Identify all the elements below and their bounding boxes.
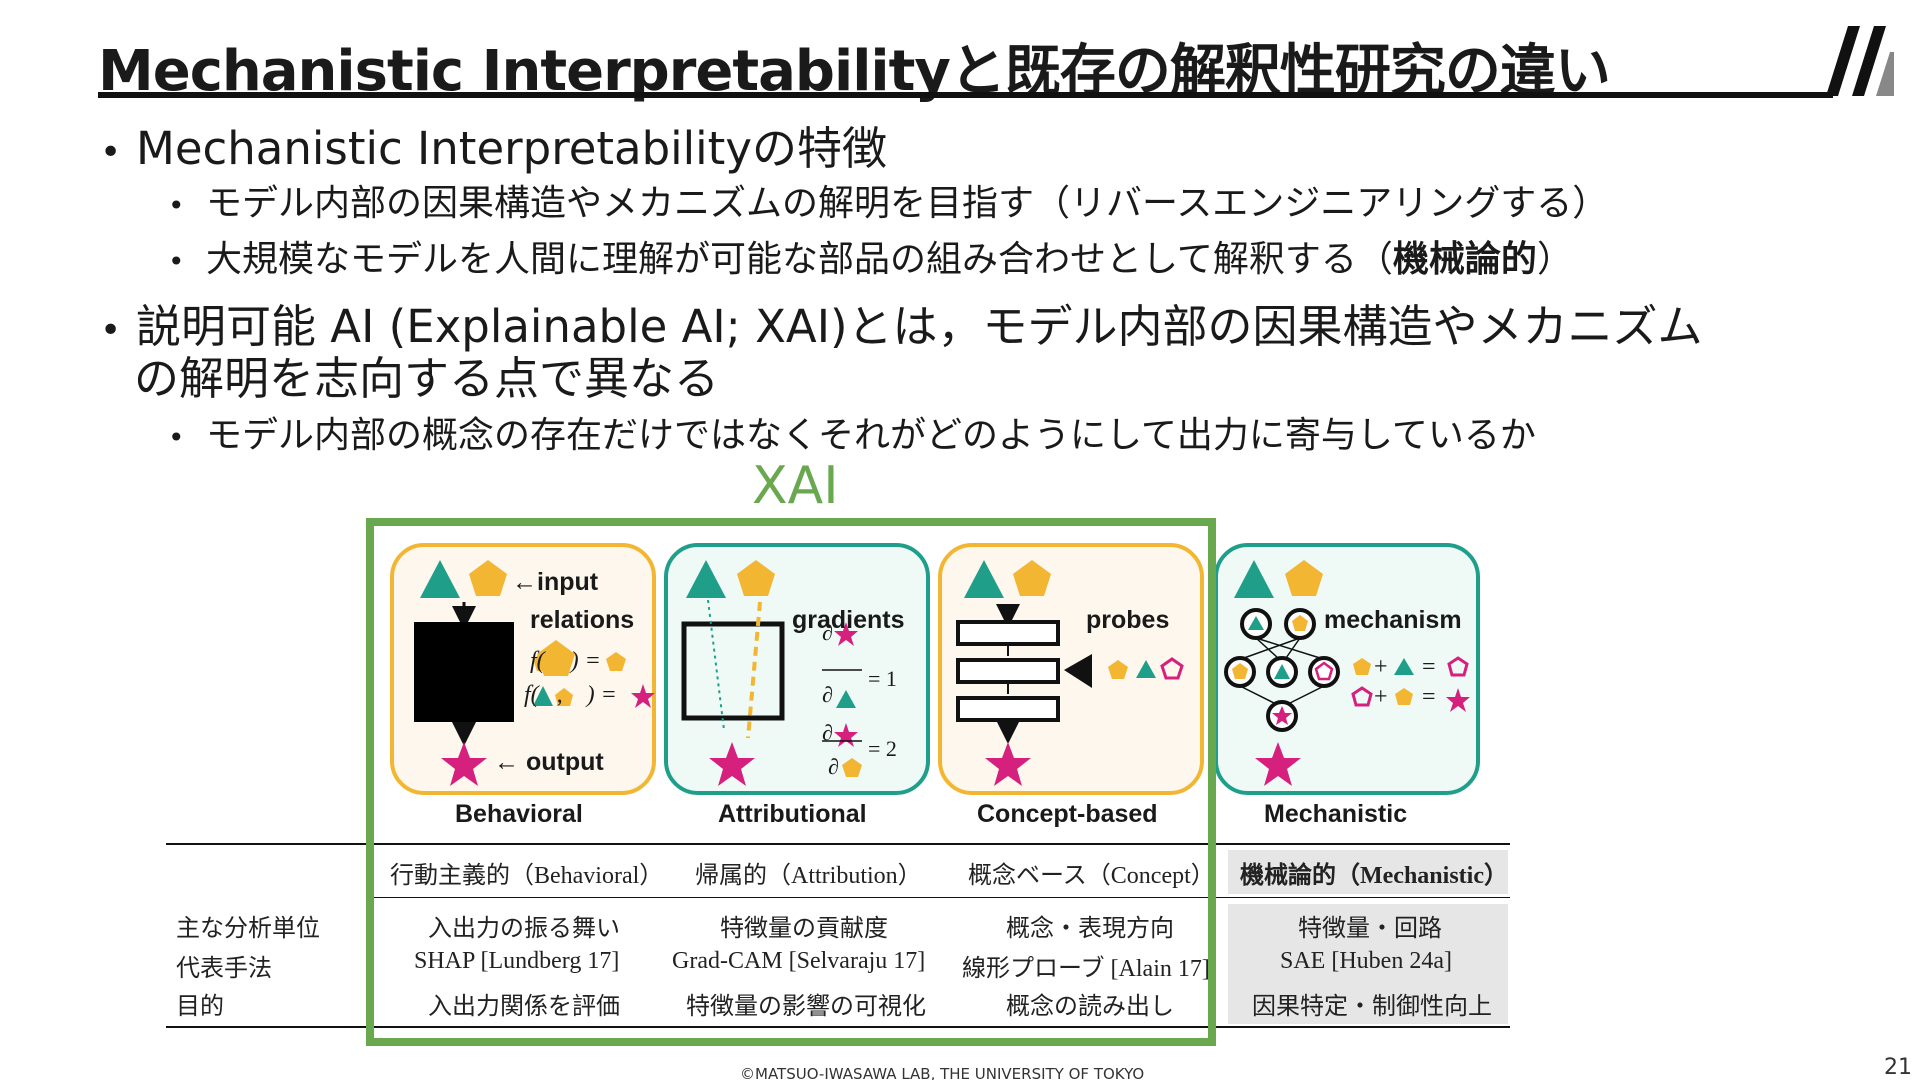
row-label: 目的 [176, 986, 224, 1021]
row-label: 主な分析単位 [176, 908, 320, 943]
mech-eq-2: = [1422, 684, 1436, 711]
page-number: 21 [1884, 1055, 1912, 1080]
mech-plus-2: + [1374, 684, 1388, 711]
table-cell: 特徴量・回路 [1298, 908, 1442, 943]
mechanism-label: mechanism [1324, 606, 1462, 635]
table-cell: 因果特定・制御性向上 [1252, 986, 1492, 1021]
mech-plus-1: + [1374, 654, 1388, 681]
table-cell: SAE [Huben 24a] [1280, 948, 1452, 975]
xai-frame [366, 518, 1216, 1046]
table-header-mechanistic: 機械論的（Mechanistic） [1240, 855, 1508, 890]
row-label: 代表手法 [176, 948, 272, 983]
mechanistic-title: Mechanistic [1264, 800, 1407, 829]
footer-copyright: ©MATSUO-IWASAWA LAB, THE UNIVERSITY OF T… [740, 1065, 1144, 1080]
mech-eq-1: = [1422, 654, 1436, 681]
